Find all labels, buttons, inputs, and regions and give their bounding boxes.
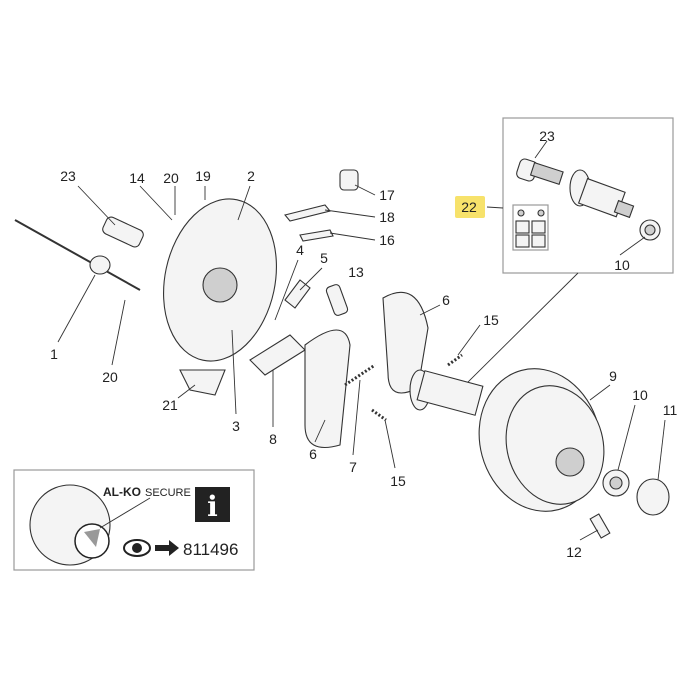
kit-stub-axle: [569, 169, 635, 219]
callout-1: 1: [50, 346, 58, 362]
callout-12: 12: [566, 544, 582, 560]
brake-drum: [478, 368, 605, 512]
callout-15: 15: [483, 312, 499, 328]
callout-6: 6: [309, 446, 317, 462]
kit-label-highlight: [455, 196, 485, 218]
callout-17: 17: [379, 187, 395, 203]
callout-10-kit: 10: [614, 257, 630, 273]
part-18: [284, 204, 331, 222]
callout-22: 22: [461, 199, 477, 215]
callout-14: 14: [129, 170, 145, 186]
callout-8: 8: [269, 431, 277, 447]
arrow-right-icon: [155, 540, 179, 556]
callout-11: 11: [663, 402, 678, 418]
part-16: [299, 229, 334, 242]
brake-cable: [14, 219, 141, 291]
callout-20: 20: [163, 170, 179, 186]
callout-7: 7: [349, 459, 357, 475]
stub-axle: [416, 370, 484, 416]
leader-lines: [57, 184, 666, 541]
secure-info-box: AL-KO SECURE i 811496: [13, 469, 255, 571]
callout-13: 13: [348, 264, 364, 280]
kit-nut: [639, 219, 661, 241]
callout-6: 6: [442, 292, 450, 308]
callout-9: 9: [609, 368, 617, 384]
callout-4: 4: [296, 242, 304, 258]
callout-21: 21: [162, 397, 178, 413]
callout-18: 18: [379, 209, 395, 225]
secure-text: SECURE: [145, 487, 191, 499]
brake-shoe-upper: [382, 291, 429, 394]
info-icon: [195, 487, 230, 522]
wheel-bolt-12: [589, 513, 611, 539]
callout-23: 23: [60, 168, 76, 184]
callout-20: 20: [102, 369, 118, 385]
callout-3: 3: [232, 418, 240, 434]
callout-10: 10: [632, 387, 648, 403]
part-number: 811496: [183, 540, 238, 559]
part-17: [339, 169, 359, 191]
back-plate-hub: [202, 267, 238, 303]
cover-21: [179, 369, 226, 396]
alko-logo: AL-KO: [103, 485, 141, 499]
spring-15a: [447, 353, 463, 367]
spring-15b: [371, 408, 387, 422]
callout-19: 19: [195, 168, 211, 184]
callout-15: 15: [390, 473, 406, 489]
callout-5: 5: [320, 250, 328, 266]
brake-shoe-lower: [304, 329, 351, 449]
kit-contents-icon: [512, 204, 549, 251]
bolt-23: [102, 216, 144, 248]
pin-13: [325, 284, 349, 316]
callout-23-kit: 23: [539, 128, 555, 144]
hub-cap-11: [636, 478, 670, 516]
lever-5: [284, 279, 311, 309]
svg-text:i: i: [207, 490, 218, 523]
expander-8: [249, 334, 306, 376]
kit-bolt: [516, 158, 564, 185]
callout-2: 2: [247, 168, 255, 184]
eye-icon: [123, 539, 151, 557]
cable-nut: [89, 255, 111, 275]
callout-16: 16: [379, 232, 395, 248]
